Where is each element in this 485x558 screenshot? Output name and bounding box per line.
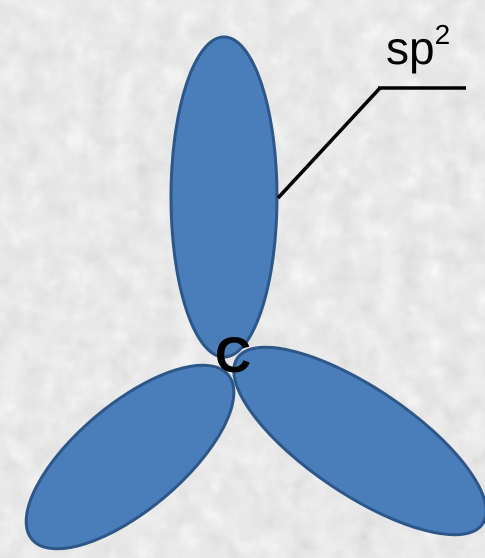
orbital-lobe-top <box>171 37 277 357</box>
atom-label: C <box>215 327 251 383</box>
